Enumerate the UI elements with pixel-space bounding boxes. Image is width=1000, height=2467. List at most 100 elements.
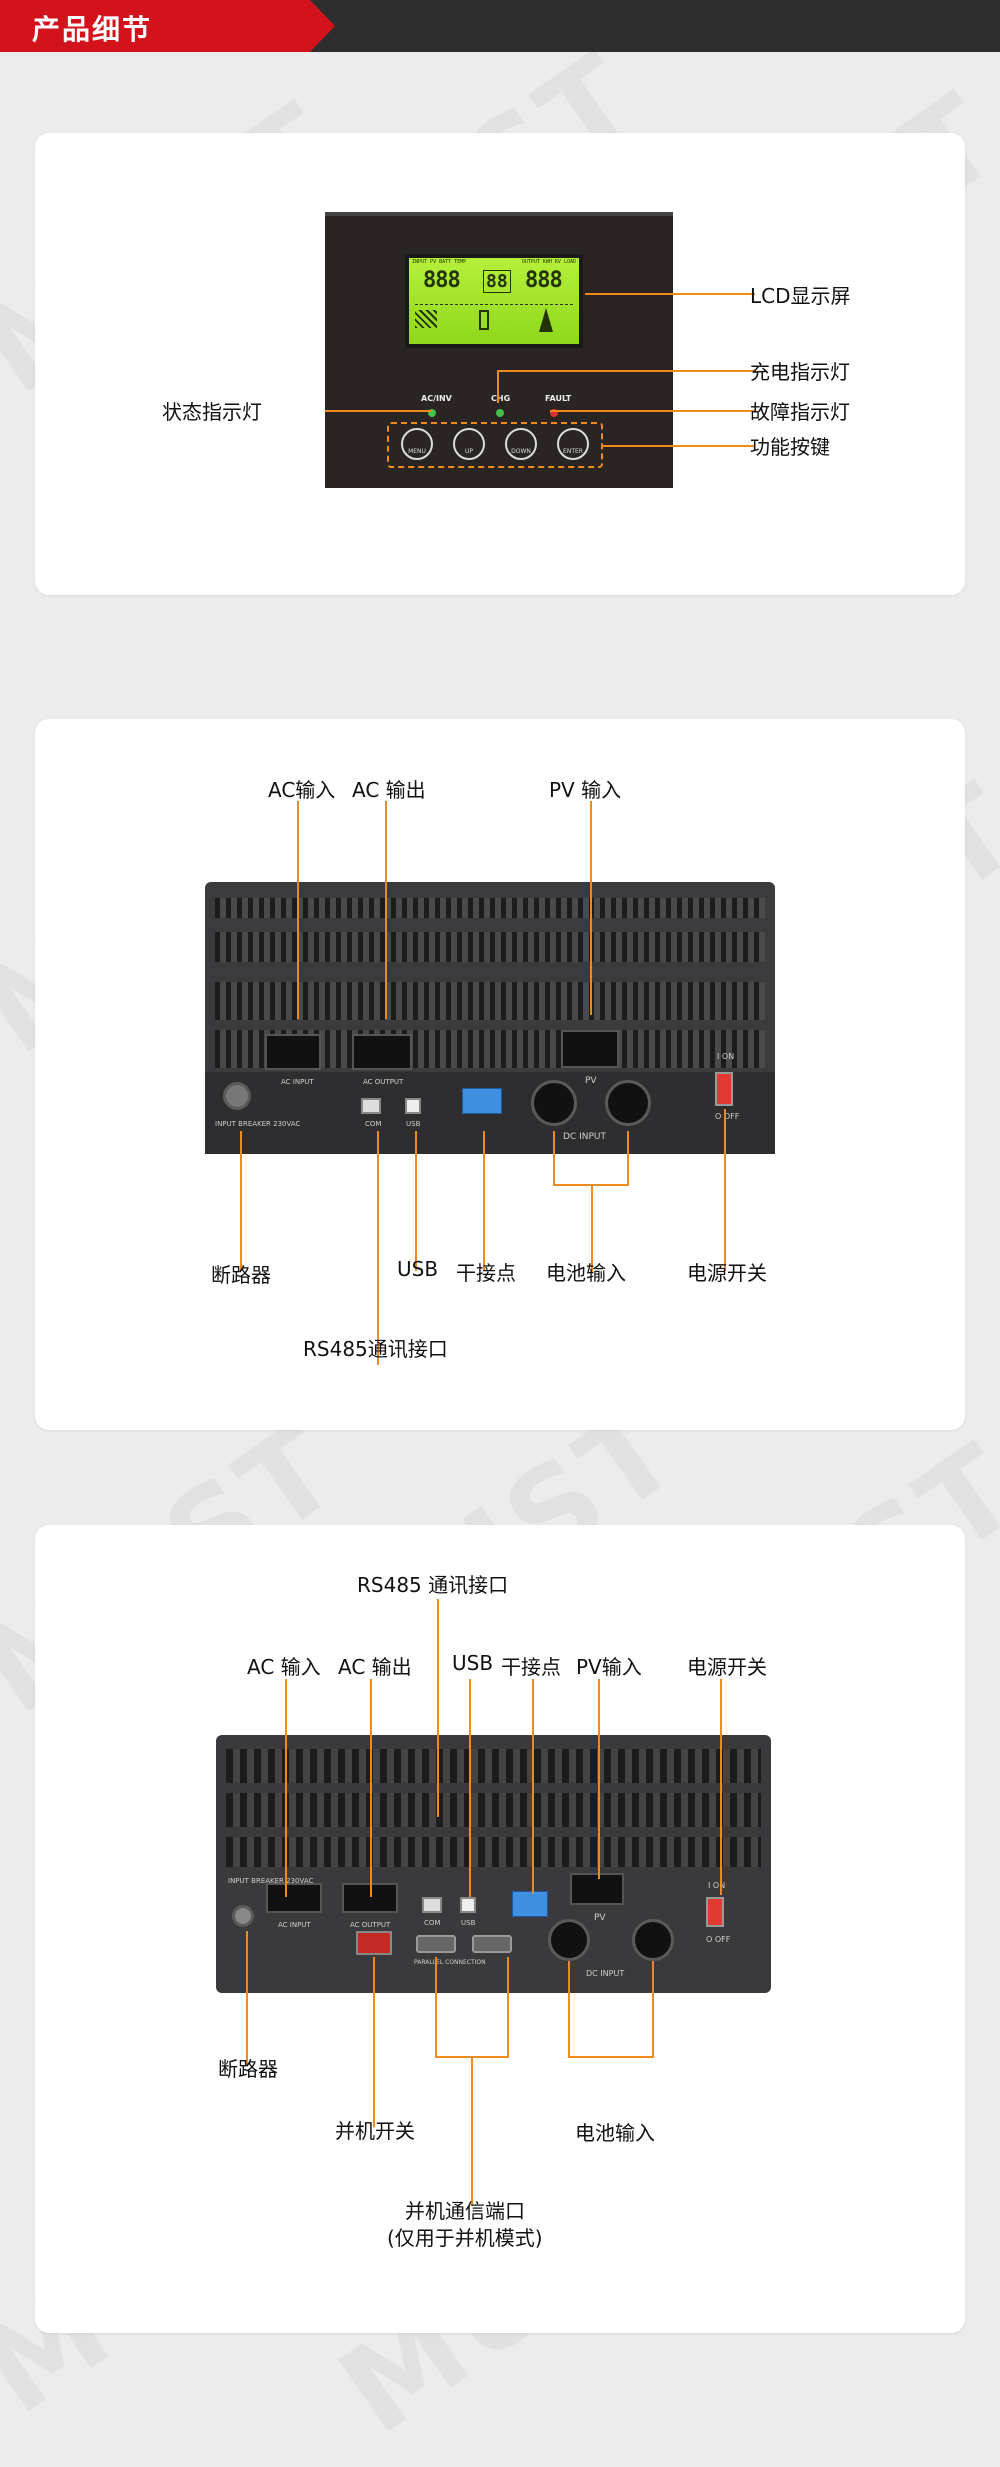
breaker-callout-2 [246, 1931, 248, 2066]
keys-callout-line [602, 445, 755, 447]
rear-device-1: AC INPUT AC OUTPUT PV INPUT BREAKER 230V… [205, 882, 775, 1154]
ac-input-terminal [265, 1034, 321, 1070]
breaker-label: 断路器 [211, 1263, 271, 1287]
breaker-knob-2[interactable] [232, 1905, 254, 1927]
breaker-callout [240, 1131, 242, 1271]
parallel-port-2 [472, 1935, 512, 1953]
solar-icon [415, 310, 437, 328]
usb-callout [415, 1131, 417, 1271]
vent-row [215, 982, 765, 1020]
lcd-header-right: OUTPUT KWH KV LOAD [521, 259, 576, 265]
pv-terminal-2 [570, 1873, 624, 1905]
dev-off-text: O OFF [715, 1112, 740, 1121]
dev-dc-input-text: DC INPUT [563, 1132, 606, 1142]
dry-contact-terminal[interactable] [462, 1088, 502, 1114]
com-port-2[interactable] [422, 1897, 442, 1913]
dev-usb-text-2: USB [461, 1919, 476, 1927]
battery-callout-right-2 [652, 1961, 654, 2057]
dev-ac-input-text: AC INPUT [281, 1078, 314, 1086]
parallel-port-1 [416, 1935, 456, 1953]
vent-row [226, 1837, 761, 1867]
parallel-port-callout-left [435, 1957, 437, 2057]
lcd-screen: INPUT PV BATT TEMP OUTPUT KWH KV LOAD 88… [405, 254, 583, 348]
rs485-callout [377, 1131, 379, 1365]
battery-terminal-pos [531, 1080, 577, 1126]
power-callout [724, 1109, 726, 1271]
rear-panel-card-1: AC输入 AC 输出 PV 输入 AC INPUT AC OUTPUT PV I… [35, 719, 965, 1430]
front-panel-device: INPUT PV BATT TEMP OUTPUT KWH KV LOAD 88… [325, 212, 673, 488]
front-panel-card: INPUT PV BATT TEMP OUTPUT KWH KV LOAD 88… [35, 133, 965, 595]
rs485-label: RS485通讯接口 [303, 1337, 448, 1361]
pv-terminal [561, 1030, 619, 1068]
lcd-digits-left: 888 [423, 268, 461, 293]
dev-on-text: I ON [717, 1052, 735, 1061]
battery-input-label: 电池输入 [546, 1261, 626, 1285]
com-port[interactable] [361, 1098, 381, 1114]
status-led [428, 409, 436, 417]
indicator-fault-label: FAULT [545, 394, 572, 403]
power-switch[interactable] [715, 1072, 733, 1106]
ac-output-terminal [352, 1034, 412, 1070]
vent-row [226, 1793, 761, 1827]
usb-port[interactable] [405, 1098, 421, 1114]
rs485-callout-2 [437, 1599, 439, 1817]
menu-button[interactable]: MENU [401, 428, 433, 460]
lcd-digits-mid: 88 [483, 270, 511, 293]
usb-label: USB [397, 1257, 439, 1281]
usb-port-2[interactable] [460, 1897, 476, 1913]
lcd-label: LCD显示屏 [750, 284, 851, 308]
battery-callout-left [553, 1131, 555, 1185]
dev-dc-input-text-2: DC INPUT [586, 1969, 625, 1978]
enter-button[interactable]: ENTER [557, 428, 589, 460]
ac-output-label: AC 输出 [352, 778, 426, 802]
power-switch-label: 电源开关 [687, 1261, 767, 1285]
dev-breaker-text: INPUT BREAKER 230VAC [215, 1120, 301, 1128]
vent-row [215, 898, 765, 918]
ac-output-callout-2 [370, 1679, 372, 1897]
parallel-switch[interactable] [356, 1931, 392, 1955]
rs485-label-2: RS485 通讯接口 [357, 1573, 509, 1597]
parallel-switch-label: 并机开关 [335, 2119, 415, 2143]
lcd-callout-line [585, 293, 755, 295]
dev-ac-output-text-2: AC OUTPUT [350, 1921, 391, 1929]
header-tag [0, 0, 335, 52]
vent-row [226, 1749, 761, 1783]
breaker-knob[interactable] [223, 1082, 251, 1110]
dry-contact-terminal-2[interactable] [512, 1891, 548, 1917]
tower-icon [539, 308, 553, 332]
status-indicator-label: 状态指示灯 [162, 400, 262, 424]
dev-ac-input-text-2: AC INPUT [278, 1921, 311, 1929]
ac-input-callout [297, 801, 299, 1019]
down-button-label: DOWN [511, 448, 531, 455]
usb-label-2: USB [452, 1651, 494, 1675]
power-callout-2 [720, 1679, 722, 1895]
dev-pv-text: PV [585, 1076, 597, 1086]
charge-led [496, 409, 504, 417]
dev-ac-output-text: AC OUTPUT [363, 1078, 404, 1086]
parallel-port-callout-drop [471, 2056, 473, 2206]
pv-callout-2 [598, 1679, 600, 1879]
ac-output-label-2: AC 输出 [338, 1655, 412, 1679]
up-button[interactable]: UP [453, 428, 485, 460]
battery-callout-right [627, 1131, 629, 1185]
power-switch-2[interactable] [706, 1897, 724, 1927]
ac-output-callout [385, 801, 387, 1019]
ac-input-label: AC输入 [268, 778, 336, 802]
battery-input-label-2: 电池输入 [575, 2121, 655, 2145]
breaker-label-2: 断路器 [218, 2057, 278, 2081]
vent-row [215, 932, 765, 962]
lcd-header-left: INPUT PV BATT TEMP [412, 259, 467, 265]
ac-input-callout-2 [285, 1679, 287, 1897]
usb-callout-2 [469, 1679, 471, 1897]
dev-on-text-2: I ON [708, 1881, 726, 1890]
parallel-port-callout-right [507, 1957, 509, 2057]
function-keys-label: 功能按键 [750, 435, 830, 459]
fault-indicator-label: 故障指示灯 [750, 400, 850, 424]
indicator-chg-label: CHG [491, 394, 511, 403]
down-button[interactable]: DOWN [505, 428, 537, 460]
dev-parallel-text: PARALLEL CONNECTION [414, 1959, 486, 1966]
dev-com-text: COM [365, 1120, 382, 1128]
battery-terminal-neg-2 [632, 1919, 674, 1961]
enter-button-label: ENTER [563, 448, 583, 455]
battery-callout-left-2 [568, 1961, 570, 2057]
